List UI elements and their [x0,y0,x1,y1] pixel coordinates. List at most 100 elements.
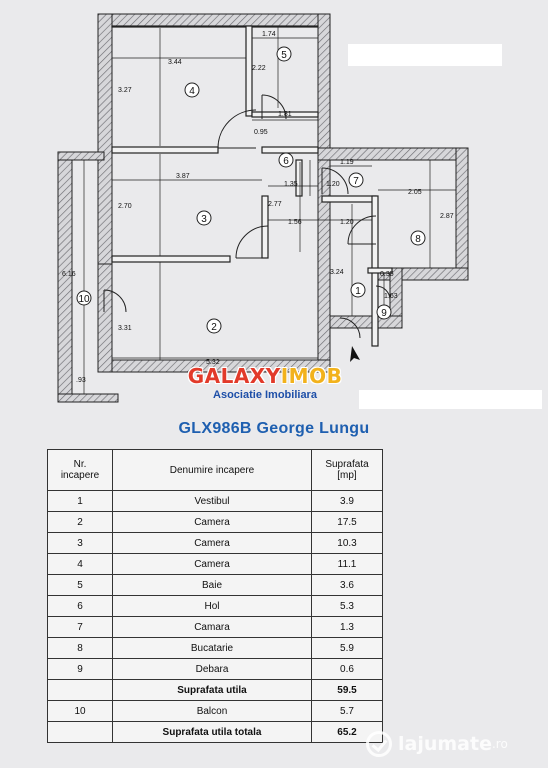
dimension-label: 2.77 [268,201,282,208]
room-area-cell: 3.6 [311,574,383,596]
redaction-box [359,390,542,409]
room-number-cell: 3 [47,532,113,554]
room-name-cell: Camara [112,616,312,638]
room-number-8: 8 [415,234,421,245]
table-row: 4 Camera 11.1 [47,553,383,575]
room-number-2: 2 [211,322,217,333]
room-number-cell: 5 [47,574,113,596]
room-area-cell: 5.3 [311,595,383,617]
dimension-label: 1.35 [284,181,298,188]
room-number-cell: 7 [47,616,113,638]
exterior-walls [57,13,469,403]
header-room-name: Denumire incapere [112,449,312,491]
room-name-cell: Camera [112,553,312,575]
dimension-lines [83,26,456,394]
door-swings [103,94,391,339]
dimension-label: 3.27 [118,87,132,94]
room-number-4: 4 [189,86,195,97]
empty-cell [47,721,113,743]
room-number-cell: 8 [47,637,113,659]
room-markers [76,46,426,334]
room-number-cell: 9 [47,658,113,680]
room-area-cell: 0.6 [311,658,383,680]
agency-logo-name: GALAXYIMOB [187,364,343,388]
table-row: 6 Hol 5.3 [47,595,383,617]
site-watermark: lajumate.ro [366,726,542,762]
dimension-label: 1.20 [340,219,354,226]
dimension-label: 1.63 [384,293,398,300]
rooms-table: Nr.incapere Denumire incapere Suprafata[… [47,449,383,743]
floor-plan: 1 2 3 4 5 6 7 8 9 10 1.74 3.44 2.22 3.27… [57,13,469,403]
dimension-label: 1.81 [278,111,292,118]
checkmark-circle-icon [366,731,392,757]
room-number-cell: 10 [47,700,113,722]
dimension-label: 3.87 [176,173,190,180]
watermark-brand: lajumate [398,733,492,755]
room-number-cell: 4 [47,553,113,575]
redaction-box [348,44,502,66]
dimension-label: .93 [76,377,86,384]
room-number-7: 7 [353,176,359,187]
dimension-label: 1.19 [340,159,354,166]
room-area-cell: 17.5 [311,511,383,533]
total-row: Suprafata utila totala 65.2 [47,721,383,743]
listing-agent-line: GLX986B George Lungu [178,420,370,437]
dimension-label: 1.56 [288,219,302,226]
dimension-label: 3.24 [330,269,344,276]
room-area-cell: 1.3 [311,616,383,638]
dimension-label: 3.44 [168,59,182,66]
room-number-3: 3 [201,214,207,225]
room-name-cell: Vestibul [112,490,312,512]
dimension-label: 2.22 [252,65,266,72]
room-name-cell: Hol [112,595,312,617]
room-number-cell: 2 [47,511,113,533]
table-row: 8 Bucatarie 5.9 [47,637,383,659]
table-row: 1 Vestibul 3.9 [47,490,383,512]
table-row: 3 Camera 10.3 [47,532,383,554]
header-room-number: Nr.incapere [47,449,113,491]
total-label: Suprafata utila totala [112,721,312,743]
entrance-arrow-icon [350,346,360,362]
table-row: 9 Debara 0.6 [47,658,383,680]
dimension-label: 1.20 [326,181,340,188]
room-name-cell: Debara [112,658,312,680]
room-number-cell: 1 [47,490,113,512]
dimension-label: 6.16 [62,271,76,278]
table-header-row: Nr.incapere Denumire incapere Suprafata[… [47,449,383,491]
dimension-label: 0.95 [254,129,268,136]
dimension-label: 5.32 [206,359,220,366]
dimension-label: 2.87 [440,213,454,220]
table-row: 7 Camara 1.3 [47,616,383,638]
watermark-tld: .ro [491,737,508,751]
room-name-cell: Baie [112,574,312,596]
dimension-label: 2.70 [118,203,132,210]
agency-logo-tagline: Asociatie Imobiliara [213,389,317,401]
dimension-label: 0.35 [380,271,394,278]
room-number-6: 6 [283,156,289,167]
interior-walls [111,25,393,347]
table-row: 2 Camera 17.5 [47,511,383,533]
table-row: 5 Baie 3.6 [47,574,383,596]
table-row: 10 Balcon 5.7 [47,700,383,722]
room-area-cell: 5.7 [311,700,383,722]
room-number-1: 1 [355,286,361,297]
room-number-cell: 6 [47,595,113,617]
room-number-9: 9 [381,308,387,319]
room-area-cell: 11.1 [311,553,383,575]
header-area: Suprafata[mp] [311,449,383,491]
agency-logo: GALAXYIMOB Asociatie Imobiliara [175,364,355,408]
room-number-10: 10 [78,294,90,305]
dimension-label: 3.31 [118,325,132,332]
subtotal-row: Suprafata utila 59.5 [47,679,383,701]
subtotal-value: 59.5 [311,679,383,701]
room-number-5: 5 [281,50,287,61]
room-area-cell: 10.3 [311,532,383,554]
subtotal-label: Suprafata utila [112,679,312,701]
room-name-cell: Bucatarie [112,637,312,659]
empty-cell [47,679,113,701]
room-name-cell: Balcon [112,700,312,722]
dimension-label: 1.74 [262,31,276,38]
room-area-cell: 5.9 [311,637,383,659]
room-area-cell: 3.9 [311,490,383,512]
room-name-cell: Camera [112,532,312,554]
